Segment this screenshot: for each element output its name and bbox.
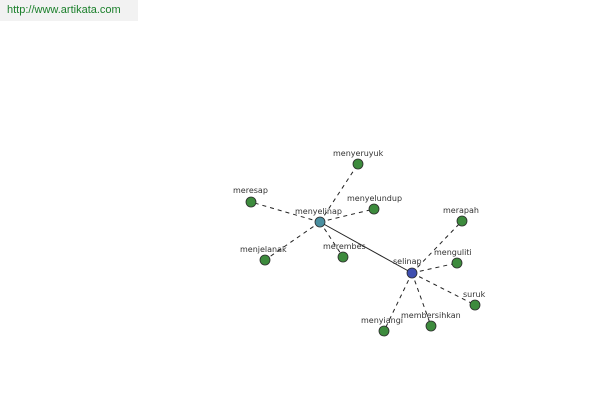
node-label-menguliti[interactable]: menguliti [434, 248, 472, 257]
node-menjelanak[interactable] [259, 254, 271, 266]
edge-menyelinap-menyeruyuk [319, 163, 359, 223]
edges-layer [250, 163, 476, 332]
node-menyiangi[interactable] [378, 325, 390, 337]
node-suruk[interactable] [469, 299, 481, 311]
node-label-meresap[interactable]: meresap [233, 186, 268, 195]
edge-menyelinap-menjelanak [264, 221, 321, 261]
edge-menyelinap-merembes [319, 221, 344, 258]
node-meresap[interactable] [245, 196, 257, 208]
edge-selinap-suruk [411, 272, 476, 306]
node-label-selinap[interactable]: selinap [393, 257, 422, 266]
node-label-suruk[interactable]: suruk [463, 290, 486, 299]
node-label-merembes[interactable]: merembes [323, 242, 366, 251]
node-label-menyelundup[interactable]: menyelundup [347, 194, 402, 203]
edge-menyelinap-meresap [250, 201, 321, 223]
node-menyeruyuk[interactable] [352, 158, 364, 170]
node-label-membersihkan[interactable]: membersihkan [401, 311, 461, 320]
edge-menyelinap-menyelundup [319, 208, 375, 223]
node-label-menyelinap[interactable]: menyelinap [295, 207, 342, 216]
node-merapah[interactable] [456, 215, 468, 227]
edge-selinap-menyiangi [383, 272, 413, 332]
node-label-merapah[interactable]: merapah [443, 206, 479, 215]
node-menyelundup[interactable] [368, 203, 380, 215]
node-menyelinap[interactable] [314, 216, 326, 228]
edge-menyelinap-selinap [319, 221, 413, 274]
node-label-menyiangi[interactable]: menyiangi [361, 316, 403, 325]
node-selinap[interactable] [406, 267, 418, 279]
node-label-menjelanak[interactable]: menjelanak [240, 245, 287, 254]
source-url-link[interactable]: http://www.artikata.com [0, 0, 138, 21]
labels-layer: menyelinap selinap menyeruyuk meresap menyel… [233, 149, 486, 325]
nodes-layer [245, 158, 481, 337]
node-membersihkan[interactable] [425, 320, 437, 332]
node-label-menyeruyuk[interactable]: menyeruyuk [333, 149, 384, 158]
node-merembes[interactable] [337, 251, 349, 263]
edge-selinap-membersihkan [411, 272, 432, 327]
node-menguliti[interactable] [451, 257, 463, 269]
